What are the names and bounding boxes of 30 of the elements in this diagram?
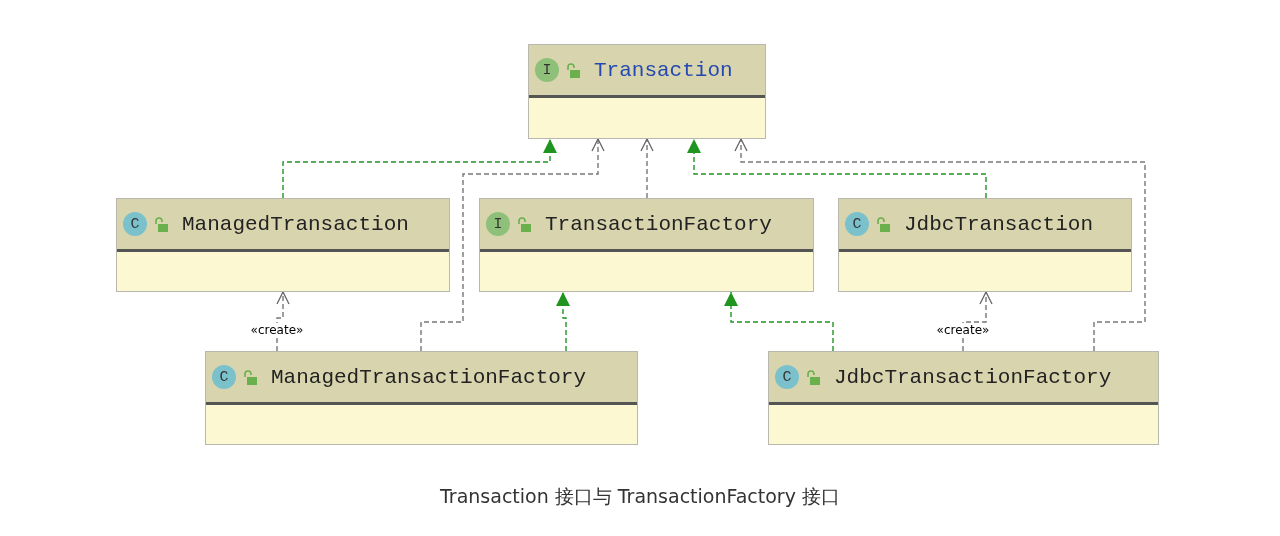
type-badge: C bbox=[845, 212, 869, 236]
class-box bbox=[838, 198, 1132, 292]
class-name: TransactionFactory bbox=[545, 212, 772, 236]
dependency-arrow bbox=[640, 138, 654, 199]
realization-arrow bbox=[724, 291, 834, 352]
class-box bbox=[479, 198, 814, 292]
class-name: JdbcTransactionFactory bbox=[834, 365, 1112, 389]
type-badge: C bbox=[123, 212, 147, 236]
edge-label: «create» bbox=[935, 323, 991, 337]
class-name: ManagedTransactionFactory bbox=[271, 365, 587, 389]
type-badge: C bbox=[775, 365, 799, 389]
class-box bbox=[205, 351, 638, 445]
class-box bbox=[768, 351, 1159, 445]
dependency-arrow bbox=[420, 138, 605, 352]
type-badge: C bbox=[212, 365, 236, 389]
type-badge: I bbox=[535, 58, 559, 82]
realization-arrow bbox=[687, 138, 987, 199]
figure-caption: Transaction 接口与 TransactionFactory 接口 bbox=[440, 485, 840, 507]
realization-arrow bbox=[556, 291, 570, 352]
type-badge: I bbox=[486, 212, 510, 236]
realization-arrow bbox=[282, 138, 557, 199]
class-name: ManagedTransaction bbox=[182, 212, 409, 236]
dependency-arrow bbox=[962, 291, 993, 352]
class-name: Transaction bbox=[594, 58, 733, 82]
class-name: JdbcTransaction bbox=[904, 212, 1094, 236]
class-box bbox=[116, 198, 450, 292]
edge-label: «create» bbox=[249, 323, 305, 337]
class-box bbox=[528, 44, 766, 139]
dependency-arrow bbox=[734, 138, 1146, 352]
dependency-arrow bbox=[276, 291, 290, 352]
